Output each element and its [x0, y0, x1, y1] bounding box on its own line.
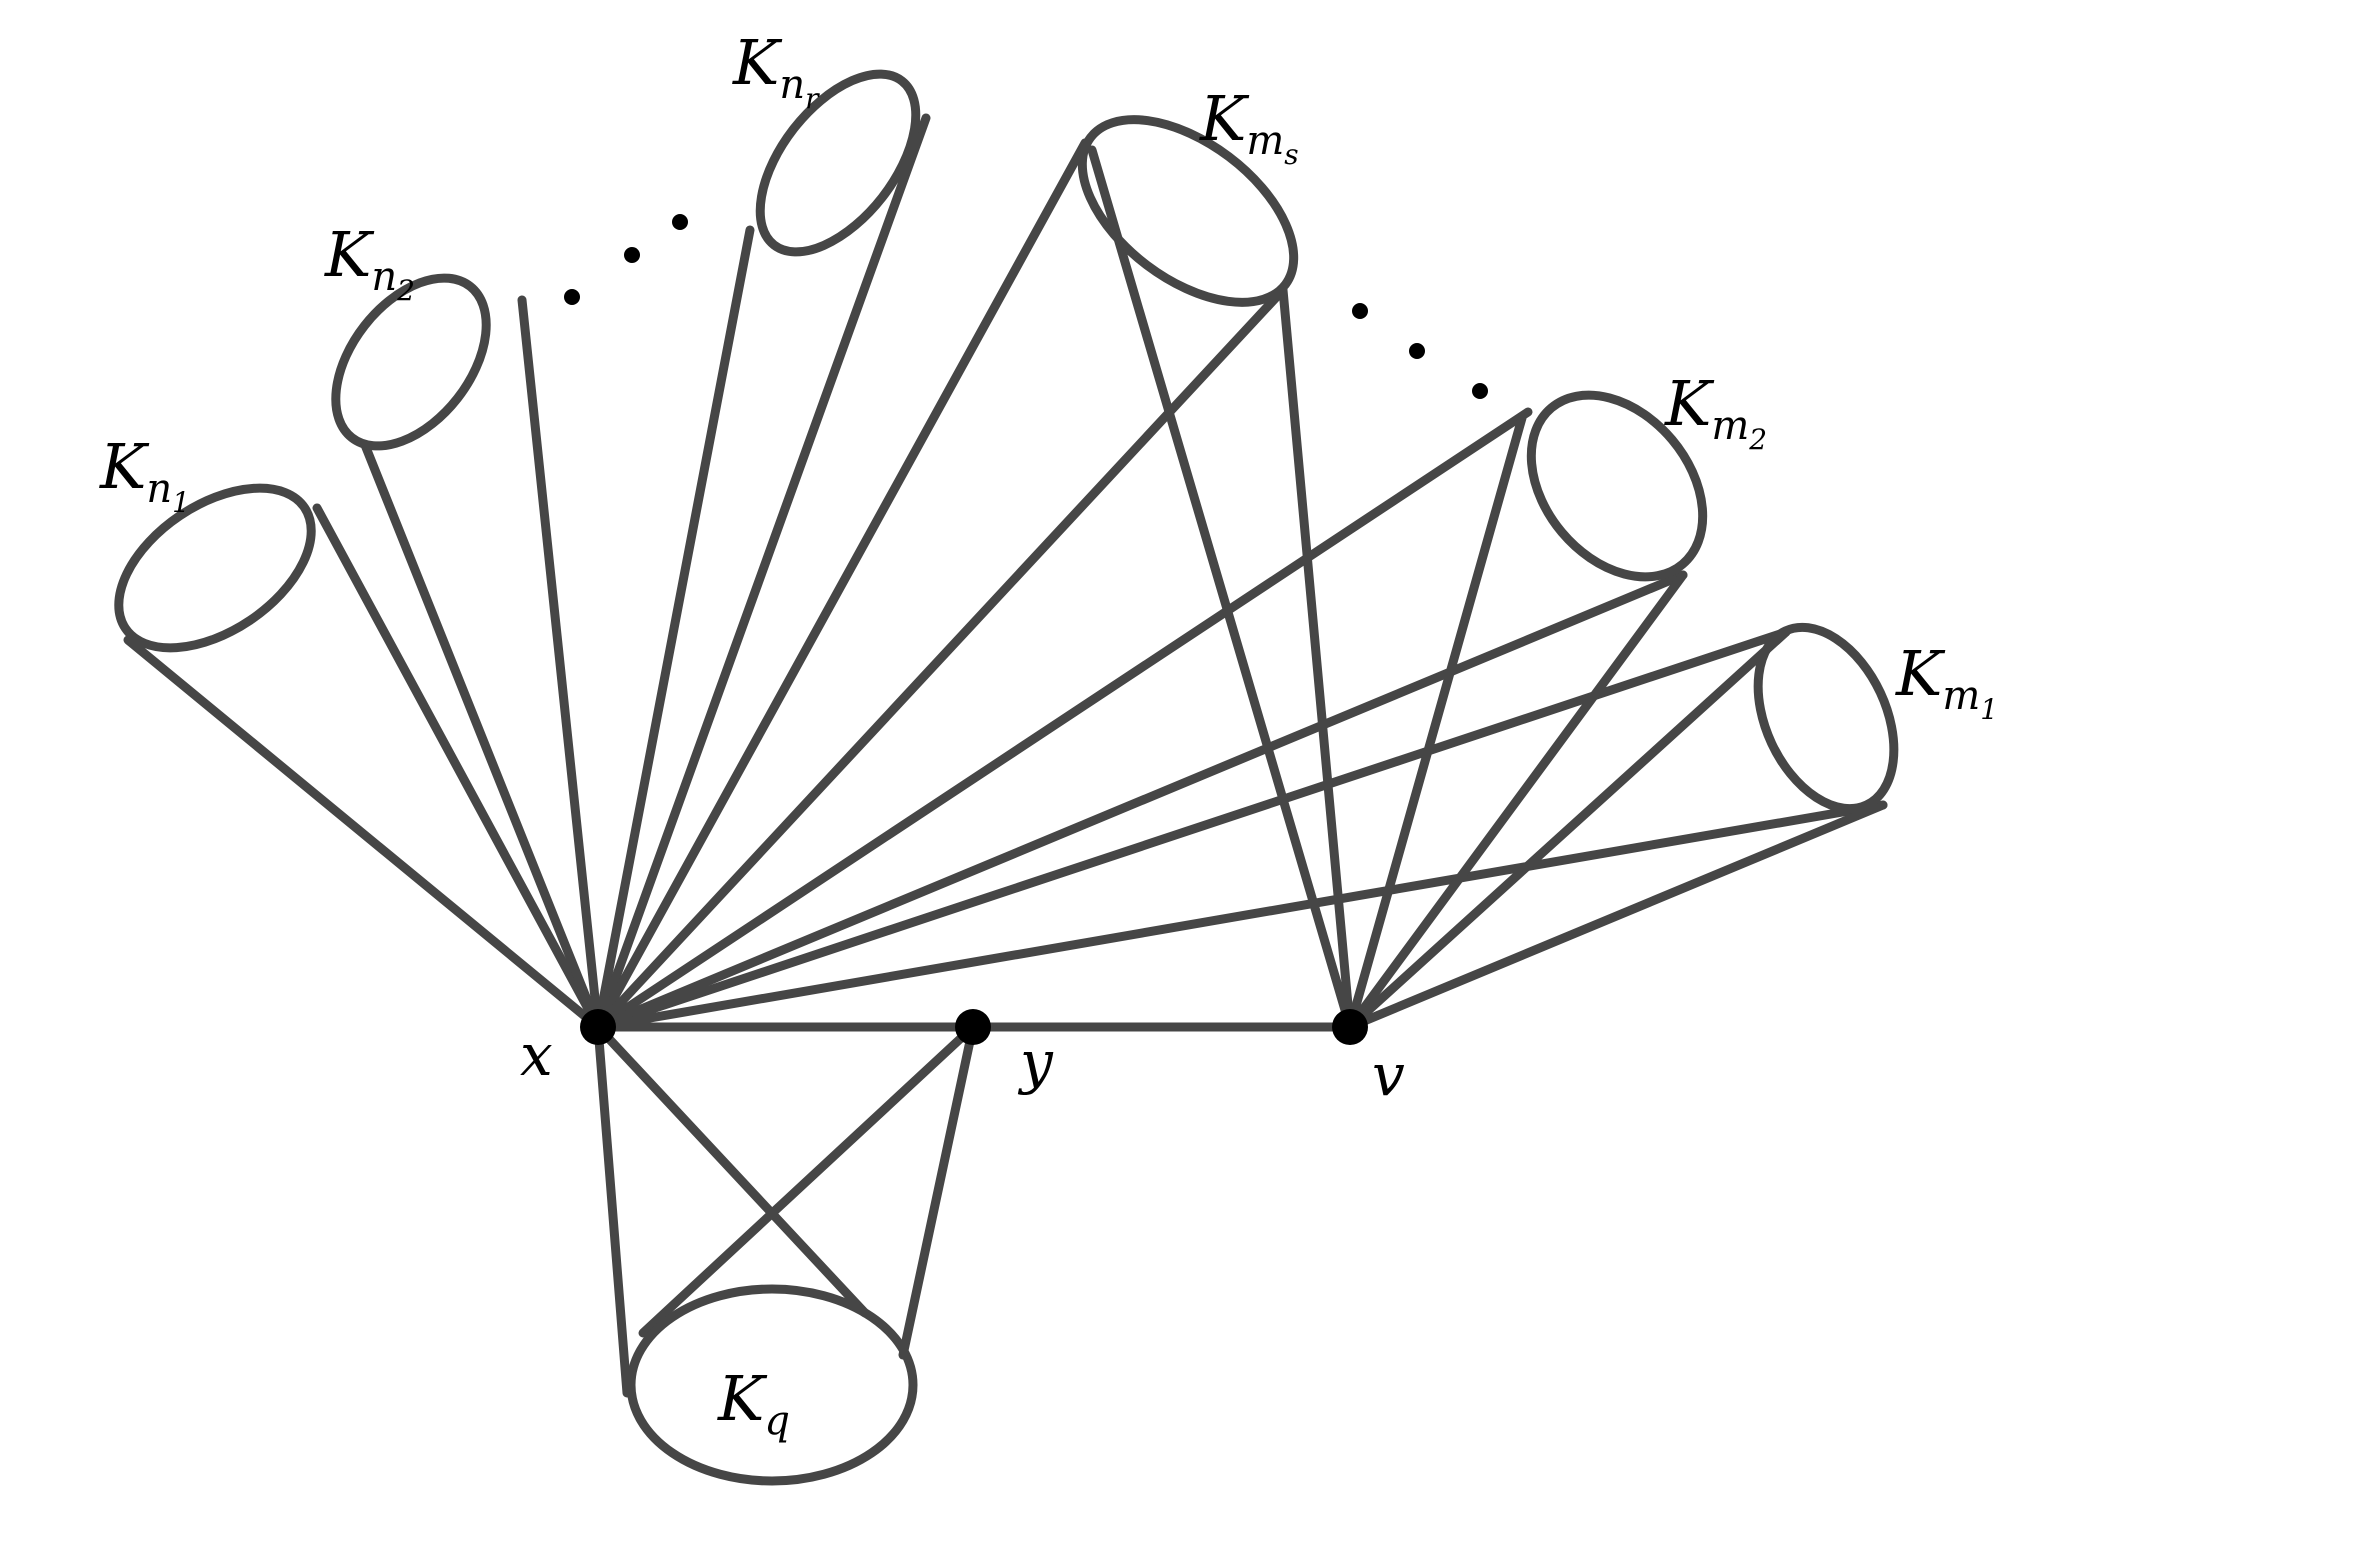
clique-m1-ellipse — [1753, 622, 1899, 814]
edges-v — [1087, 145, 1888, 1032]
edge-x-nr-a — [593, 225, 755, 1032]
clique-label-base: K — [1895, 637, 1946, 710]
clique-label-sub: n — [779, 62, 805, 108]
edge-v-ms-b — [1278, 285, 1355, 1032]
ellipsis-dot — [624, 247, 640, 263]
edge-x-n1-a — [123, 635, 603, 1032]
edge-x-q-b — [593, 1022, 870, 1318]
clique-label-q: Kq — [717, 1362, 790, 1444]
clique-label-subsub: 1 — [172, 486, 190, 519]
clique-label-base: K — [717, 1362, 768, 1435]
edge-v-m2-a — [1345, 413, 1527, 1032]
edge-x-n2-b — [517, 295, 603, 1032]
edge-x-ms-a — [593, 138, 1090, 1032]
edge-v-m2-b — [1345, 570, 1688, 1032]
edge-y-q-a — [638, 1022, 978, 1338]
vertex-label-y: y — [1017, 1028, 1054, 1096]
clique-q-ellipse — [626, 1284, 918, 1486]
edge-x-n2-a — [360, 440, 603, 1032]
clique-label-subsub: s — [1284, 138, 1298, 171]
clique-label-base: K — [324, 218, 375, 291]
edge-x-nr-b — [593, 113, 931, 1032]
vertex-labels: x y v — [520, 1021, 1405, 1109]
clique-nr-ellipse — [755, 69, 921, 257]
clique-m2-ellipse — [1526, 390, 1708, 582]
clique-label-sub: m — [1711, 403, 1749, 449]
edge-x-m2-b — [593, 570, 1688, 1032]
edge-x-m1-b — [593, 800, 1888, 1032]
ellipsis-dot — [1352, 303, 1368, 319]
clique-label-m2: Km2 — [1664, 367, 1767, 456]
clique-label-sub: m — [1942, 673, 1980, 719]
ellipsis-dot — [564, 289, 580, 305]
clique-label-subsub: 2 — [1748, 423, 1767, 456]
clique-label-base: K — [732, 26, 783, 99]
vertex-x — [580, 1009, 616, 1045]
vertices — [580, 1009, 1368, 1045]
edge-x-n1-b — [312, 503, 603, 1032]
edge-v-m1-b — [1345, 800, 1888, 1032]
clique-label-sub: q — [764, 1398, 790, 1444]
ellipsis-dot — [1409, 343, 1425, 359]
clique-label-base: K — [1199, 82, 1250, 155]
clique-label-sub: m — [1246, 118, 1284, 164]
clique-label-base: K — [1664, 367, 1715, 440]
clique-label-ms: Kms — [1199, 82, 1299, 171]
clique-n1-ellipse — [114, 483, 316, 653]
edge-x-q-a — [593, 1022, 632, 1398]
edge-x-m2-a — [593, 407, 1533, 1032]
vertex-v — [1332, 1009, 1368, 1045]
clique-label-nr: Knr — [732, 26, 820, 115]
clique-n2-ellipse — [331, 273, 491, 451]
clique-label-subsub: r — [805, 82, 820, 115]
clique-label-base: K — [99, 430, 150, 503]
clique-label-n2: Kn2 — [324, 218, 415, 307]
clique-label-sub: n — [146, 466, 172, 512]
clique-ellipses — [114, 69, 1899, 1486]
ellipsis-dots — [564, 214, 1488, 399]
ellipsis-dot — [1472, 383, 1488, 399]
clique-ms-ellipse — [1077, 115, 1299, 307]
vertex-y — [955, 1009, 991, 1045]
clique-label-subsub: 2 — [396, 274, 415, 307]
clique-label-m1: Km1 — [1895, 637, 1998, 726]
edges-kq — [593, 1022, 978, 1398]
edge-y-q-b — [898, 1022, 978, 1360]
edge-v-m1-a — [1345, 627, 1791, 1032]
ellipsis-dot — [672, 214, 688, 230]
clique-label-n1: Kn1 — [99, 430, 190, 519]
edge-v-ms-a — [1087, 145, 1355, 1032]
vertex-label-x: x — [520, 1021, 553, 1089]
vertex-label-v: v — [1372, 1041, 1405, 1109]
edges-x — [123, 113, 1888, 1032]
clique-labels: Kn1 Kn2 Knr Kms Km2 Km1 Kq — [99, 26, 1998, 1444]
clique-label-subsub: 1 — [1980, 693, 1998, 726]
clique-label-sub: n — [371, 254, 397, 300]
